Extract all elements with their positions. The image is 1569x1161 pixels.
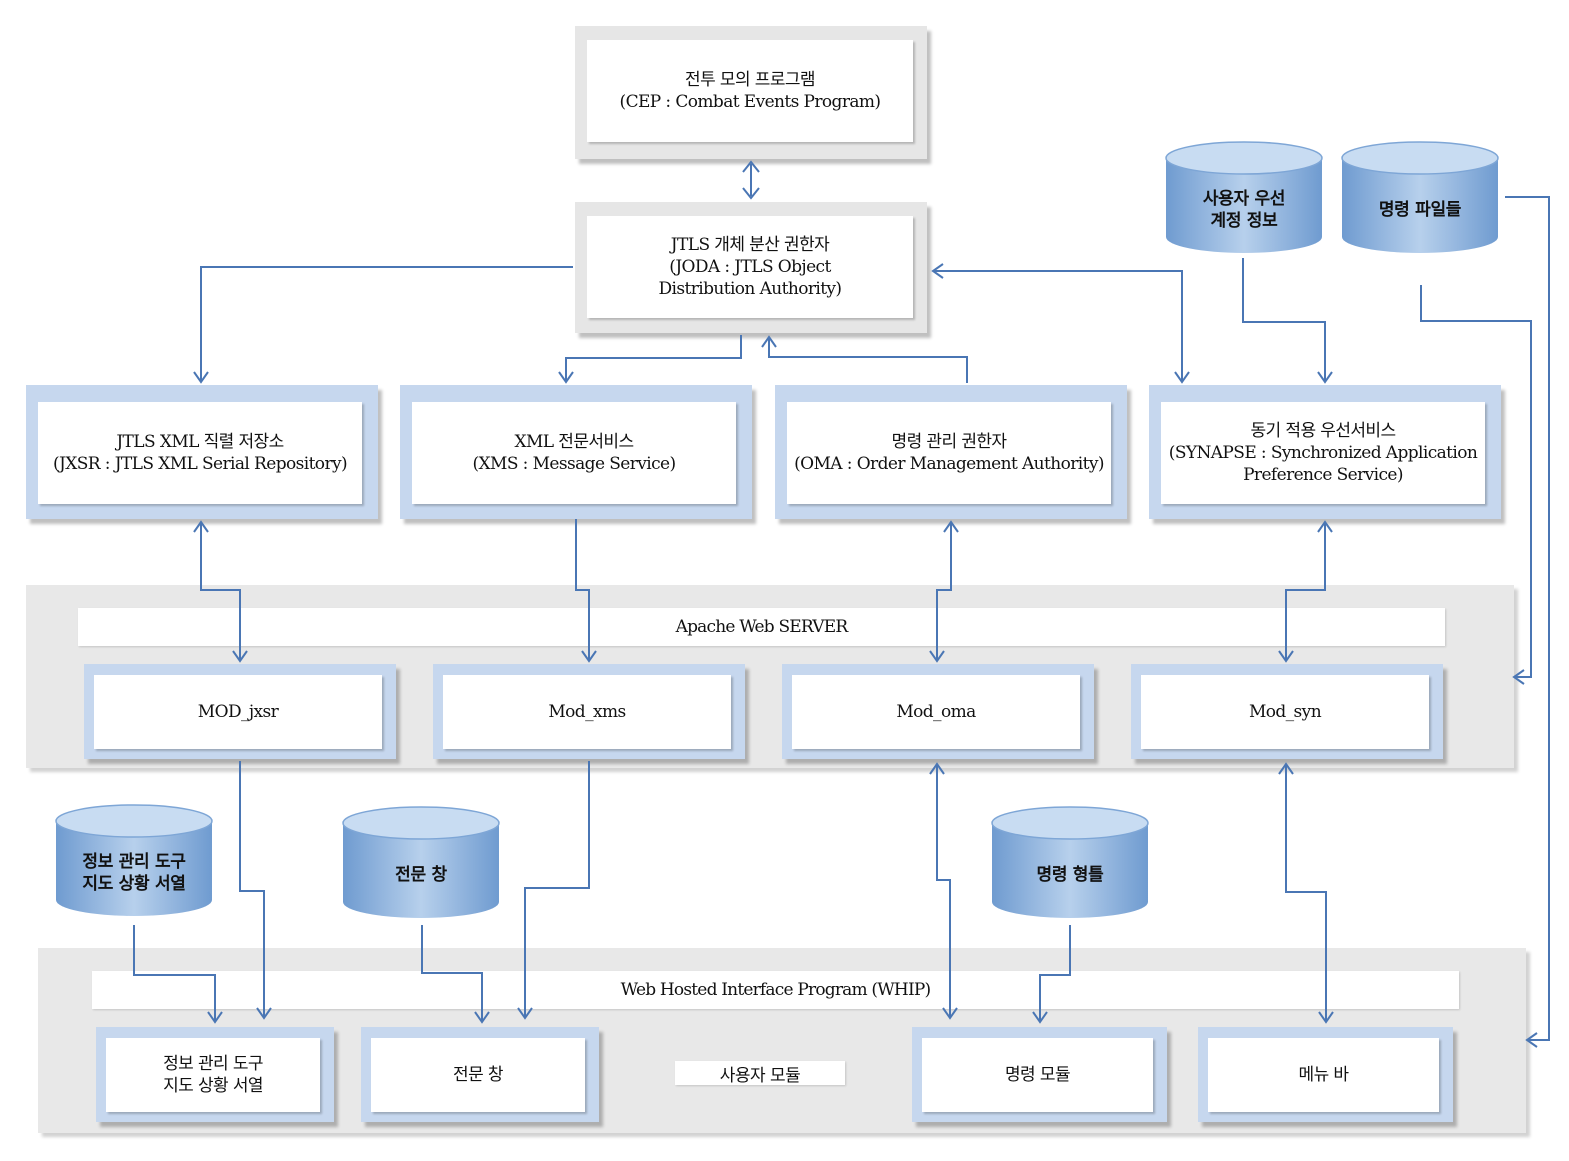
db-command-files-label: 명령 파일들: [1378, 200, 1462, 220]
jxsr-box: JTLS XML 직렬 저장소 (JXSR : JTLS XML Serial …: [26, 385, 378, 519]
oma-box: 명령 관리 권한자 (OMA : Order Management Author…: [775, 385, 1127, 519]
database-cylinder-icon: [1165, 141, 1323, 253]
apache-title-bar: Apache Web SERVER: [78, 608, 1445, 646]
db-command-template: 명령 형틀: [990, 805, 1150, 920]
connector-synapse-modsyn: [1285, 522, 1326, 661]
synapse-subtitle-2: Preference Service): [1243, 465, 1403, 485]
db-command-template-label: 명령 형틀: [1036, 865, 1104, 885]
db-message-window: 전문 창: [341, 805, 501, 920]
connector-cmdfiles-apache: [1420, 285, 1532, 678]
whip-command-module-label: 명령 모듈: [1005, 1065, 1071, 1085]
oma-subtitle: (OMA : Order Management Authority): [794, 454, 1104, 474]
jxsr-subtitle: (JXSR : JTLS XML Serial Repository): [52, 454, 348, 474]
cep-title: 전투 모의 프로그램: [685, 70, 816, 90]
joda-subtitle-1: (JODA : JTLS Object: [669, 257, 831, 277]
database-cylinder-icon: [55, 804, 213, 916]
xms-box: XML 전문서비스 (XMS : Message Service): [400, 385, 752, 519]
whip-info-tool-line2: 지도 상황 서열: [163, 1076, 263, 1096]
apache-title: Apache Web SERVER: [675, 617, 849, 637]
xms-title: XML 전문서비스: [514, 432, 634, 452]
whip-title: Web Hosted Interface Program (WHIP): [620, 980, 931, 1000]
mod-jxsr-label: MOD_jxsr: [197, 702, 279, 722]
joda-subtitle-2: Distribution Authority): [658, 279, 843, 299]
database-cylinder-icon: [1341, 141, 1499, 253]
mod-xms-box: Mod_xms: [433, 664, 745, 759]
jxsr-title: JTLS XML 직렬 저장소: [116, 432, 284, 452]
db-user-preference-line1: 사용자 우선: [1202, 189, 1286, 209]
connector-jxsr-modjxsr: [200, 522, 241, 661]
db-message-window-label: 전문 창: [395, 865, 447, 885]
whip-message-window-box: 전문 창: [361, 1027, 599, 1122]
connector-cmdtemplate-cmdmodule: [1039, 925, 1071, 1022]
mod-oma-box: Mod_oma: [782, 664, 1094, 759]
db-user-preference-line2: 계정 정보: [1210, 211, 1278, 231]
mod-syn-box: Mod_syn: [1131, 664, 1443, 759]
connector-joda-jxsr: [200, 266, 573, 382]
whip-menu-bar-box: 메뉴 바: [1198, 1027, 1453, 1122]
mod-xms-label: Mod_xms: [548, 702, 626, 722]
whip-command-module-box: 명령 모듈: [912, 1027, 1167, 1122]
connector-modjxsr-infotool: [239, 761, 265, 1018]
user-module-label: 사용자 모듈: [675, 1061, 845, 1086]
connector-oma-modoma: [936, 522, 952, 661]
joda-box: JTLS 개체 분산 권한자 (JODA : JTLS Object Distr…: [575, 202, 927, 333]
synapse-title: 동기 적용 우선서비스: [1250, 421, 1397, 441]
connector-modxms-msgwin: [524, 761, 590, 1018]
database-cylinder-icon: [991, 806, 1149, 918]
connector-userpref-synapse: [1242, 258, 1326, 382]
cep-subtitle: (CEP : Combat Events Program): [619, 92, 882, 112]
whip-info-tool-box: 정보 관리 도구 지도 상황 서열: [96, 1027, 334, 1122]
connector-modoma-cmdmodule: [936, 764, 951, 1018]
oma-title: 명령 관리 권한자: [891, 432, 1007, 452]
db-info-tool: 정보 관리 도구 지도 상황 서열: [54, 803, 214, 918]
connector-oma-joda: [768, 337, 968, 383]
database-cylinder-icon: [342, 806, 500, 918]
connector-joda-xms: [565, 335, 742, 382]
mod-jxsr-box: MOD_jxsr: [84, 664, 396, 759]
db-info-tool-line2: 지도 상황 서열: [82, 874, 186, 894]
db-command-files: 명령 파일들: [1340, 140, 1500, 255]
db-user-preference: 사용자 우선 계정 정보: [1164, 140, 1324, 255]
whip-message-window-label: 전문 창: [453, 1065, 504, 1085]
whip-title-bar: Web Hosted Interface Program (WHIP): [92, 971, 1459, 1009]
mod-syn-label: Mod_syn: [1248, 702, 1322, 722]
connector-xms-modxms: [575, 519, 590, 661]
connector-infodb-infotool: [133, 925, 216, 1022]
synapse-subtitle-1: (SYNAPSE : Synchronized Application: [1168, 443, 1478, 463]
whip-info-tool-line1: 정보 관리 도구: [163, 1054, 263, 1074]
connector-modsyn-menubar: [1285, 764, 1327, 1022]
connector-cmdfiles-whip: [1505, 196, 1550, 1041]
mod-oma-label: Mod_oma: [896, 702, 976, 722]
synapse-box: 동기 적용 우선서비스 (SYNAPSE : Synchronized Appl…: [1149, 385, 1501, 519]
db-info-tool-line1: 정보 관리 도구: [82, 852, 186, 872]
joda-title: JTLS 개체 분산 권한자: [670, 235, 830, 255]
xms-subtitle: (XMS : Message Service): [472, 454, 676, 474]
cep-box: 전투 모의 프로그램 (CEP : Combat Events Program): [575, 26, 927, 159]
whip-menu-bar-label: 메뉴 바: [1298, 1065, 1350, 1085]
connector-msgdb-msgwin: [421, 925, 483, 1022]
user-module-text: 사용자 모듈: [719, 1065, 801, 1086]
connector-joda-synapse: [933, 270, 1183, 382]
